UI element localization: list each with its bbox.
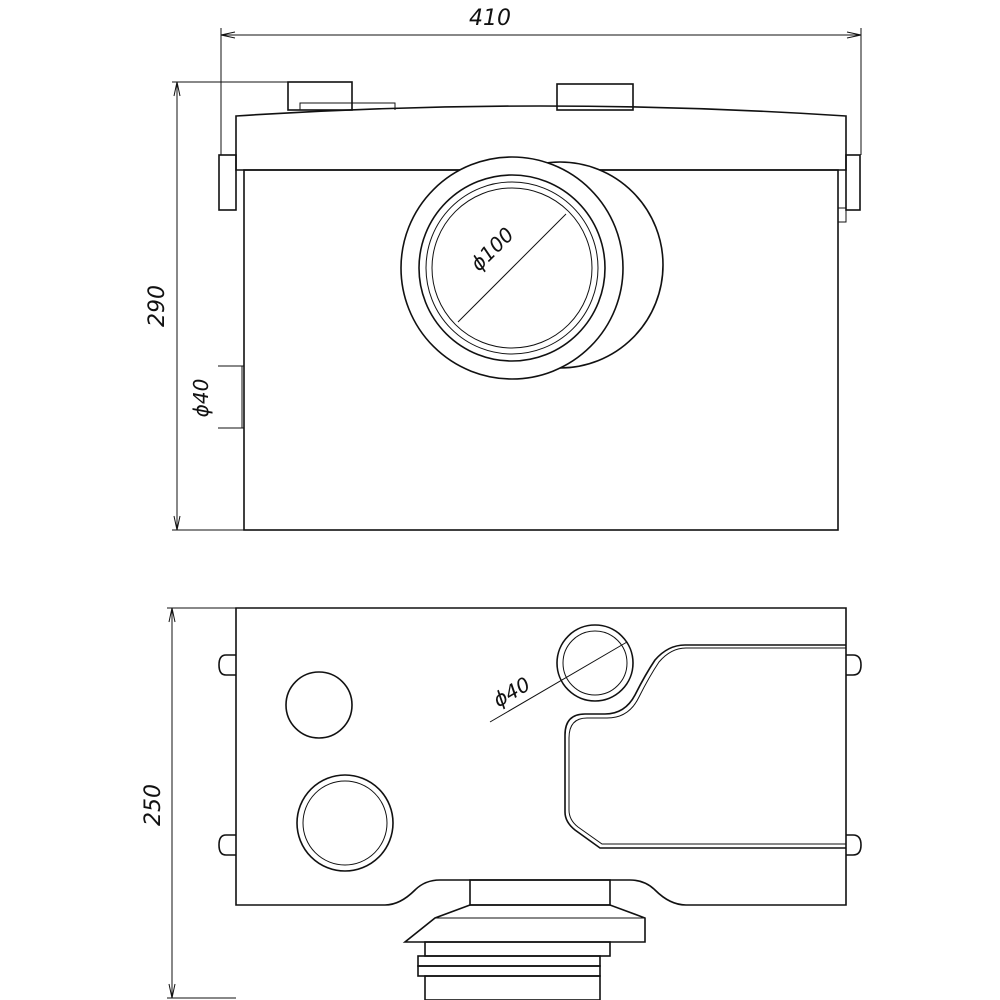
height-dimension: 290 [145,81,288,531]
outlet-bore [431,187,593,349]
depth-label: 250 [141,784,166,826]
height-label: 290 [145,285,170,327]
outlet-thread-ring-1 [417,955,601,967]
front-lid [235,105,847,171]
width-arrow-left [220,31,236,39]
top-body [235,607,847,906]
depth-arrow-bottom [168,983,176,999]
outlet-thread-base [424,941,611,957]
front-view: ϕ100 [218,81,861,531]
side-port-dimension: ϕ40 [189,365,244,429]
top-pocket-inner [568,647,846,845]
top-lug-left-lower [218,834,236,856]
top-port-small-inner [562,630,628,696]
side-port-label: ϕ40 [189,379,213,418]
top-lug-right-lower [846,834,862,856]
outlet-collar [469,879,611,906]
outlet-cone [402,904,646,943]
top-port-lower-outer [296,774,394,872]
outlet-thread-end [424,975,601,1000]
front-top-connector-left [287,81,353,111]
outlet-inner-ring [425,181,599,355]
top-port-diameter-line [489,641,628,723]
outlet-mid-ring [418,174,606,362]
top-port-lower-inner [302,780,388,866]
width-label: 410 [469,6,511,31]
width-arrow-right [846,31,862,39]
height-arrow-top [173,81,181,97]
depth-dimension: 250 [141,607,236,999]
front-lid-cap-detail [299,102,396,110]
front-lug-left [218,154,237,211]
top-port-label: ϕ40 [489,672,534,712]
outlet-thread-ring-2 [417,965,601,977]
top-lug-left-upper [218,654,236,676]
front-lug-right [845,154,861,211]
width-dimension: 410 [220,6,862,155]
outlet-diameter-line [457,213,567,323]
top-port-small-outer [556,624,634,702]
top-port-plain [285,671,353,739]
top-pocket-outer [564,644,846,849]
front-top-connector-right [556,83,634,111]
depth-arrow-top [168,607,176,623]
height-arrow-bottom [173,515,181,531]
front-lug-right-lower [837,207,847,223]
top-view: ϕ40 [218,607,862,1000]
top-lug-right-upper [846,654,862,676]
